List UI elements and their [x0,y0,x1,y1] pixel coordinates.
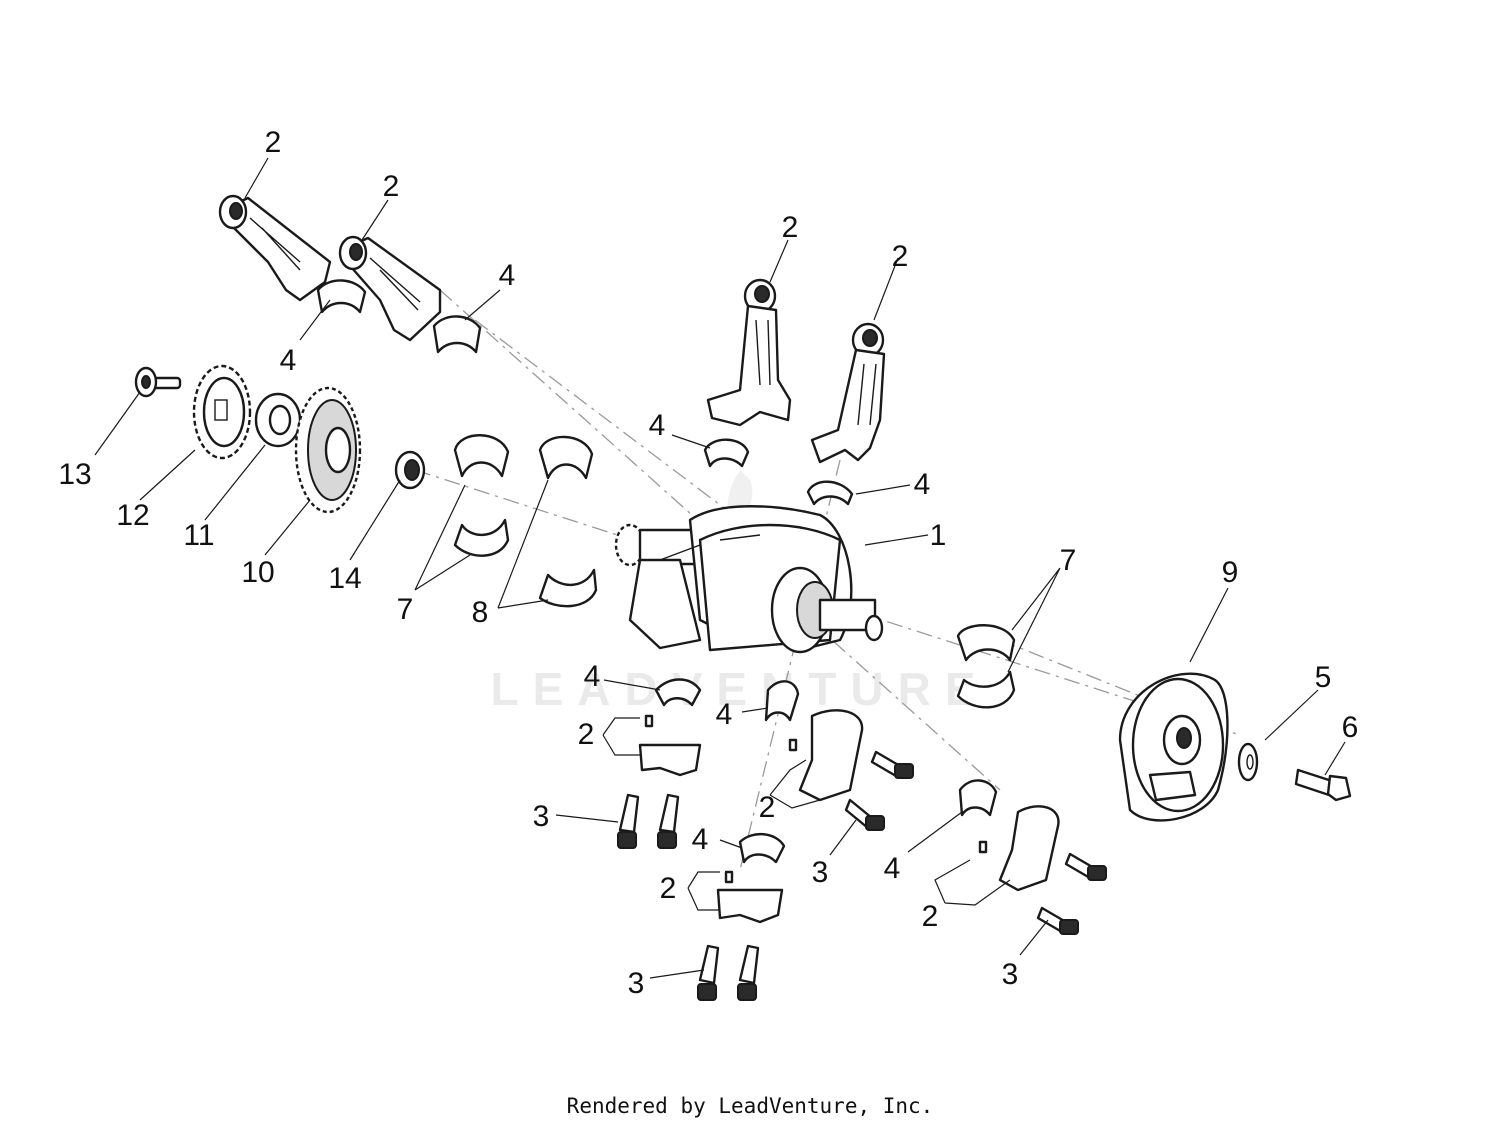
main-bearing-shell-7-upper [453,434,510,478]
callouts: 2 2 2 2 4 4 4 4 13 12 11 10 14 7 8 1 7 9… [58,126,1358,1000]
bearing-shell-upper-2 [432,315,482,354]
bearing-shell-upper-1 [316,279,367,314]
callout-13: 13 [58,458,91,491]
callout-4: 4 [716,698,733,731]
leader-lines [94,157,1346,979]
callout-4: 4 [884,852,901,885]
rod-cap-lower-4 [958,779,1107,935]
callout-3: 3 [628,967,645,1000]
callout-2: 2 [782,211,799,244]
main-bearing-shell-7-lower [453,518,510,557]
watermark-text: LEADVENTURE [490,663,989,715]
callout-3: 3 [812,856,829,889]
main-bearing-shell-8-lower [538,568,598,608]
callout-2: 2 [922,900,939,933]
rod-cap-lower-1 [617,678,702,849]
connecting-rod-upper-1 [218,194,332,302]
flywheel-9 [1118,672,1229,822]
callout-4: 4 [584,660,601,693]
callout-12: 12 [116,499,149,532]
main-bearing-shell-8-upper [538,435,594,480]
main-bearing-shell-7-right-lower [956,670,1016,709]
gear-10 [294,386,362,514]
callout-11: 11 [183,519,214,552]
callout-4: 4 [914,468,931,501]
callout-2: 2 [578,718,595,751]
callout-3: 3 [533,800,550,833]
callout-7: 7 [1060,544,1077,577]
axis-line [474,319,741,521]
sprocket-12 [192,364,252,460]
callout-4: 4 [649,409,666,442]
callout-14: 14 [328,562,361,595]
callout-4: 4 [692,823,709,856]
main-bearing-shell-7-right-upper [956,624,1016,662]
bearing-shell-upper-3 [703,438,750,468]
callout-5: 5 [1315,661,1332,694]
callout-2: 2 [892,240,909,273]
axis-line [414,469,1241,736]
callout-2: 2 [383,170,400,203]
callout-7: 7 [397,593,414,626]
bolt-13 [134,366,182,398]
connecting-rod-upper-3 [706,278,792,427]
callout-1: 1 [930,519,947,552]
bolt-6 [1294,768,1352,802]
callout-4: 4 [499,259,516,292]
footer-credit: Rendered by LeadVenture, Inc. [566,1094,934,1118]
washer-11 [254,392,302,448]
callout-10: 10 [241,556,274,589]
rod-cap-lower-3 [697,833,786,1001]
callout-2: 2 [265,126,282,159]
callout-2: 2 [759,791,776,824]
washer-5 [1237,742,1259,782]
callout-8: 8 [472,596,489,629]
connecting-rod-upper-2 [338,235,442,342]
callout-6: 6 [1342,711,1359,744]
callout-3: 3 [1002,958,1019,991]
bearing-shell-upper-4 [806,480,854,506]
rod-cap-lower-2 [764,680,914,831]
bearing-14 [394,450,426,490]
callout-2: 2 [660,872,677,905]
callout-4: 4 [280,344,297,377]
crankshaft [614,505,884,654]
callout-9: 9 [1222,556,1239,589]
connecting-rod-upper-4 [810,322,886,464]
